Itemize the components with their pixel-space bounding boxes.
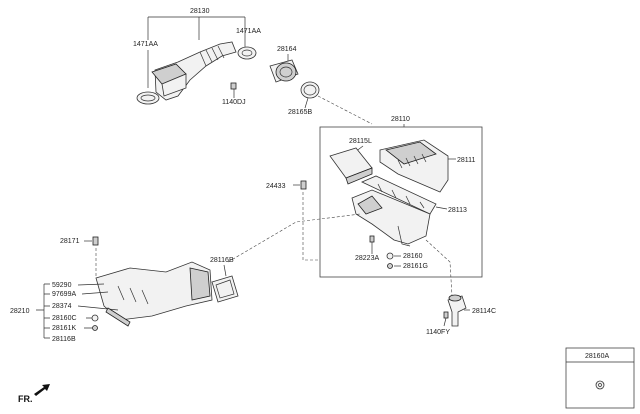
- bolt-1140FY: [443, 311, 449, 319]
- label-28113: 28113: [448, 207, 467, 214]
- air-flow-sensor-group: 28164 1140DJ 28165B: [222, 46, 373, 125]
- bolt-28171: [92, 236, 99, 246]
- grommet-28161K: [92, 325, 98, 331]
- label-28164: 28164: [277, 46, 297, 53]
- label-24433: 24433: [266, 183, 286, 190]
- label-28130: 28130: [190, 8, 210, 15]
- hose-clamp-left: [136, 91, 160, 105]
- label-1140DJ: 1140DJ: [222, 99, 246, 106]
- label-59290: 59290: [52, 282, 72, 289]
- hose-clamp-right: [237, 46, 257, 60]
- grommet-28160A: [595, 380, 605, 390]
- filter-28113: [361, 175, 437, 215]
- label-28160-upper: 28160: [403, 253, 423, 260]
- front-arrow-icon: [34, 384, 50, 396]
- grommet-28160C: [91, 314, 99, 322]
- front-direction-indicator: FR.: [18, 384, 50, 404]
- label-1140FY: 1140FY: [426, 329, 450, 336]
- label-28210: 28210: [10, 308, 30, 315]
- label-fr: FR.: [18, 394, 33, 404]
- label-1471AA-left: 1471AA: [133, 41, 158, 48]
- grommet-28161G: [387, 263, 393, 269]
- air-cleaner-group: 28110 28115L 28111 28113 24433 28223A 28…: [266, 116, 483, 297]
- duct-group: 28171 28116B 59290 97699A 28210 28374 28…: [10, 213, 361, 343]
- label-28165B: 28165B: [288, 109, 312, 116]
- label-28116B-bottom: 28116B: [52, 336, 76, 343]
- label-28161K: 28161K: [52, 325, 76, 332]
- label-28116B-right: 28116B: [210, 257, 234, 264]
- label-1471AA-right: 1471AA: [236, 28, 261, 35]
- label-28110: 28110: [391, 116, 410, 123]
- intake-hose-group: 28130 1471AA 1471AA: [133, 8, 261, 105]
- label-28161G: 28161G: [403, 263, 428, 270]
- bolt-1140DJ: [230, 82, 237, 90]
- part-box-28160A: 28160A: [565, 347, 635, 409]
- bolt-24433: [300, 180, 307, 190]
- assembly-box-28110: [319, 126, 483, 278]
- grommet-28160: [386, 252, 394, 260]
- gasket-28116B: [211, 275, 239, 303]
- label-97699A: 97699A: [52, 291, 76, 298]
- label-28114C: 28114C: [472, 308, 496, 315]
- seal-strip-28374: [105, 307, 131, 327]
- label-28171: 28171: [60, 238, 80, 245]
- label-28374: 28374: [52, 303, 72, 310]
- label-28111: 28111: [457, 157, 476, 164]
- label-28160A: 28160A: [585, 353, 609, 360]
- label-28160C: 28160C: [52, 315, 77, 322]
- pin-28223A: [369, 235, 375, 243]
- sensor-28114C-group: 28114C 1140FY: [426, 294, 496, 336]
- sensor-28114C: [447, 295, 467, 327]
- label-28115L: 28115L: [349, 138, 372, 145]
- gasket-28165B: [300, 81, 320, 99]
- label-28223A: 28223A: [355, 255, 379, 262]
